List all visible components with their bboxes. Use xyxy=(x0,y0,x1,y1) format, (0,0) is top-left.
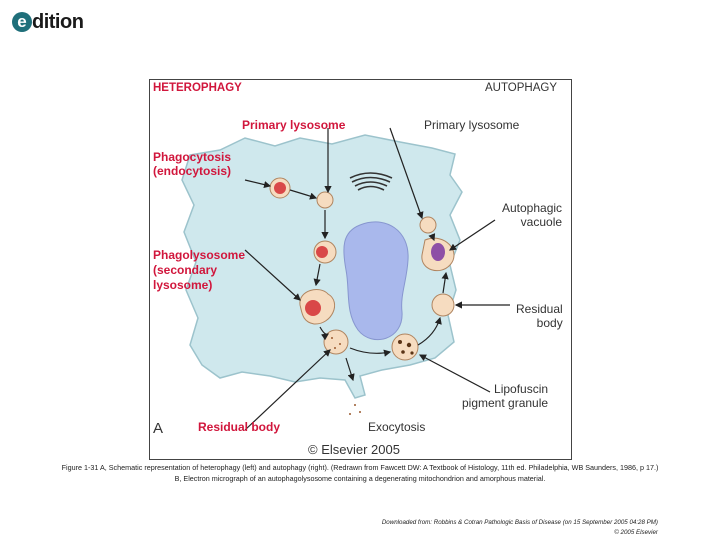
download-note: Downloaded from: Robbins & Cotran Pathol… xyxy=(381,519,658,526)
figure-copyright: © Elsevier 2005 xyxy=(308,442,400,457)
pathway-arrows xyxy=(244,127,510,431)
residual-body-vesicle xyxy=(323,329,349,355)
logo-mark: e xyxy=(12,12,32,32)
nucleus xyxy=(343,221,409,341)
footer-copyright: © 2005 Elsevier xyxy=(614,529,658,536)
label-residual-body-right: Residual body xyxy=(516,302,563,330)
label-autophagic-vacuole: Autophagic vacuole xyxy=(502,201,563,229)
autophagy-figure: HETEROPHAGY AUTOPHAGY Primary lysosome P… xyxy=(149,79,572,460)
primary-lysosome-left xyxy=(316,191,334,209)
label-primary-lysosome-right: Primary lysosome xyxy=(424,118,520,132)
exocytosis-particles xyxy=(349,404,361,415)
logo-text: dition xyxy=(32,10,84,33)
primary-lysosome-right xyxy=(419,216,437,234)
label-exocytosis: Exocytosis xyxy=(368,420,426,434)
golgi-apparatus xyxy=(349,172,393,191)
heading-autophagy: AUTOPHAGY xyxy=(485,82,557,94)
label-lipofuscin: Lipofuscin pigment granule xyxy=(462,382,549,410)
label-phagolysosome: Phagolysosome (secondary lysosome) xyxy=(153,248,246,292)
heading-heterophagy: HETEROPHAGY xyxy=(153,82,242,94)
label-primary-lysosome-left: Primary lysosome xyxy=(242,118,346,132)
lipofuscin-granule xyxy=(391,333,419,361)
residual-body-right xyxy=(431,293,455,317)
label-residual-body-bottom: Residual body xyxy=(198,420,281,434)
label-phagocytosis: Phagocytosis (endocytosis) xyxy=(153,150,232,178)
edition-logo: e dition xyxy=(12,10,84,34)
figure-illustration xyxy=(181,127,510,431)
panel-letter: A xyxy=(153,420,164,437)
figure-caption: Figure 1-31 A, Schematic representation … xyxy=(61,463,659,483)
